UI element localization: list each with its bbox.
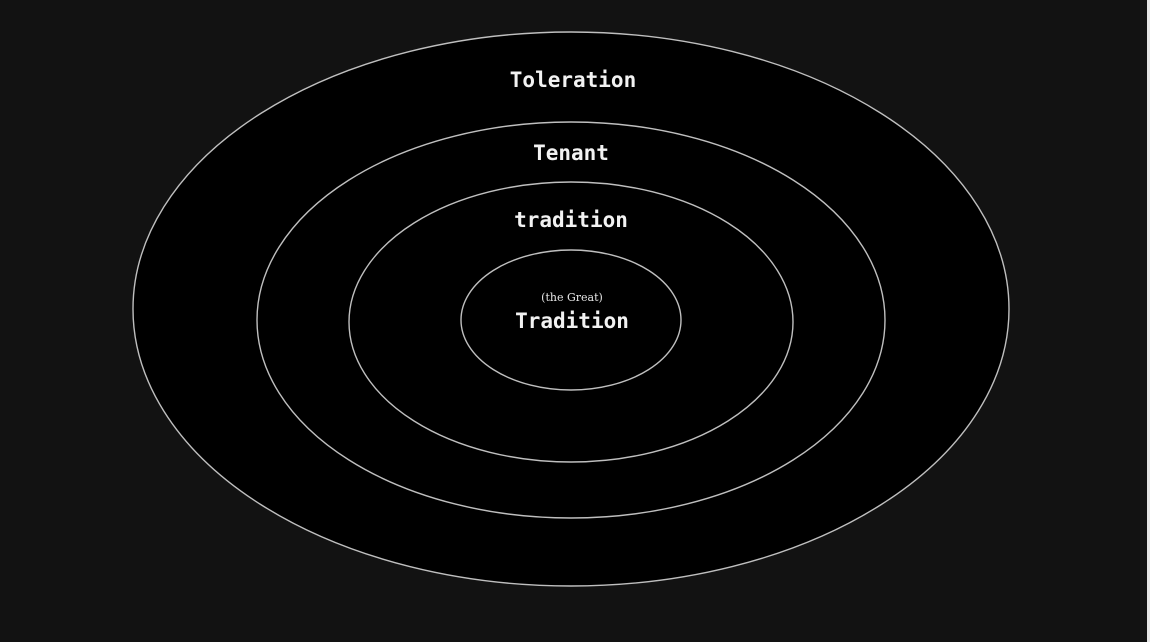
label-toleration: Toleration	[510, 68, 636, 92]
label-tenant: Tenant	[533, 141, 609, 165]
label-tradition: tradition	[514, 208, 628, 232]
label-great-tradition: Tradition	[515, 309, 629, 333]
window-edge	[1147, 0, 1150, 642]
ring-great-tradition	[460, 249, 682, 391]
sublabel-the-great: (the Great)	[541, 291, 603, 304]
